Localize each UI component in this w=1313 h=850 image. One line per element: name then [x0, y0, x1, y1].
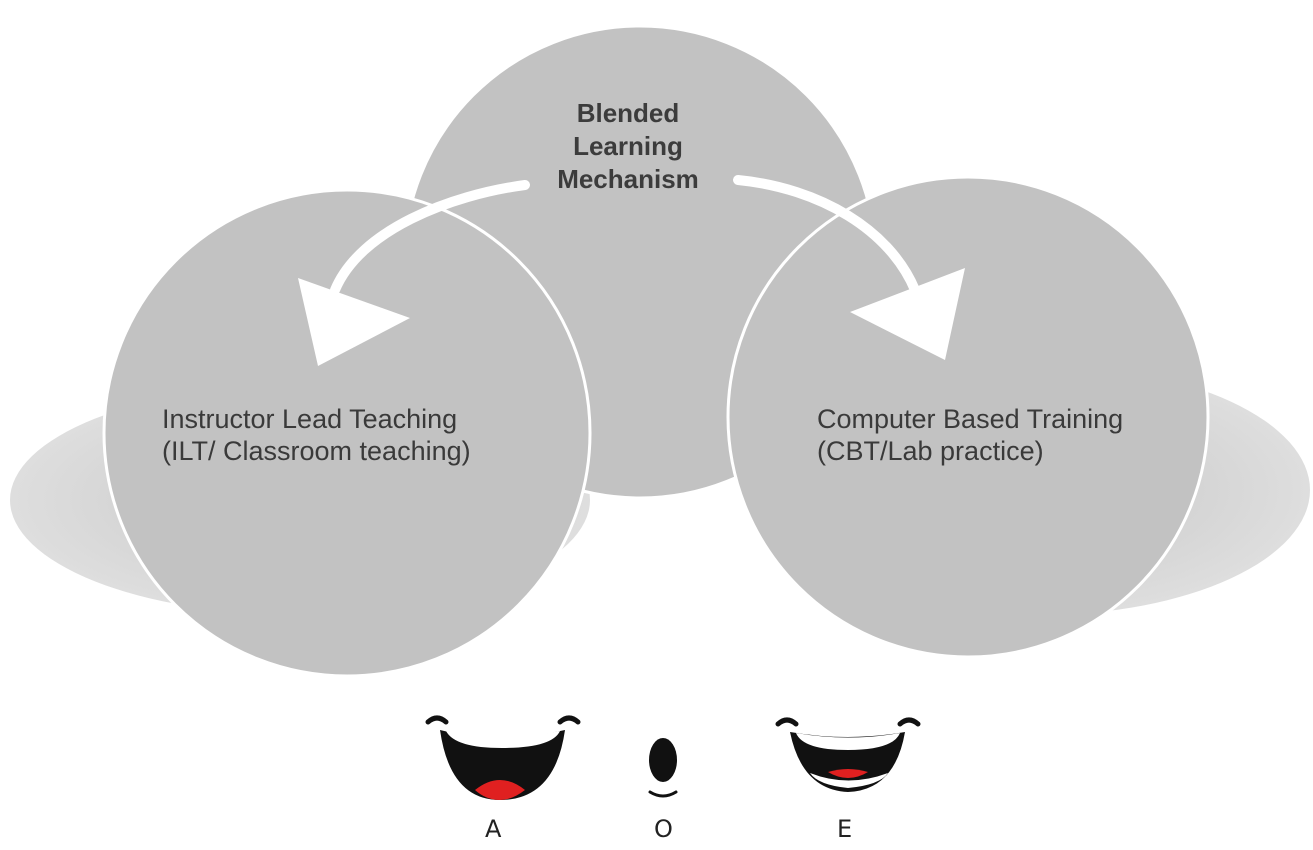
right-label-line-1: Computer Based Training	[817, 404, 1124, 434]
right-circle-label: Computer Based Training (CBT/Lab practic…	[817, 403, 1123, 467]
center-label-line-2: Learning	[573, 131, 683, 161]
left-circle-label: Instructor Lead Teaching (ILT/ Classroom…	[162, 403, 471, 467]
mouth-e-icon	[775, 717, 921, 792]
right-circle	[726, 175, 1210, 659]
right-label-line-2: (CBT/Lab practice)	[817, 436, 1044, 466]
mouth-letter-a: A	[485, 815, 502, 843]
mouth-letter-e: E	[837, 815, 853, 843]
right-arrow	[733, 175, 965, 360]
left-circle	[102, 188, 592, 678]
center-circle-label: Blended Learning Mechanism	[528, 97, 728, 196]
center-label-line-3: Mechanism	[557, 164, 699, 194]
left-label-line-1: Instructor Lead Teaching	[162, 404, 458, 434]
left-arrow	[298, 180, 530, 366]
mouth-letter-o: O	[654, 815, 673, 843]
center-label-line-1: Blended	[576, 98, 680, 128]
left-label-line-2: (ILT/ Classroom teaching)	[162, 436, 471, 466]
mouth-o-icon	[648, 738, 678, 798]
mouth-a-icon	[425, 715, 581, 800]
